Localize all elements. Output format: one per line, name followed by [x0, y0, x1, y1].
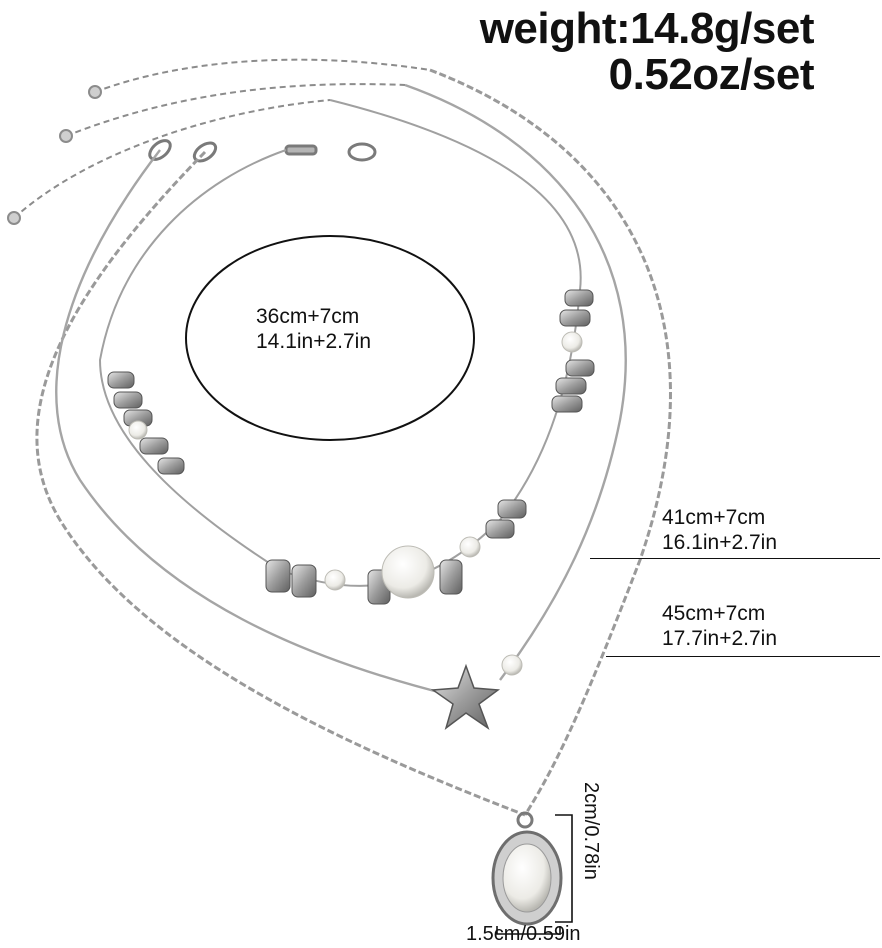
pendant-height: 2cm/0.78in — [580, 782, 602, 880]
short-necklace-length-in: 14.1in+2.7in — [256, 330, 372, 353]
weight-grams: weight:14.8g/set — [479, 4, 815, 53]
short-necklace-label-oval — [185, 235, 475, 441]
clasps — [148, 139, 377, 163]
starfish-charm — [430, 663, 501, 730]
pendant-dimension-brackets — [496, 814, 573, 935]
middle-necklace-leader-line — [590, 558, 880, 559]
pendant-width: 1.5cm/0.59in — [466, 923, 581, 945]
weight-ounces: 0.52oz/set — [608, 50, 815, 99]
middle-necklace-length-in: 16.1in+2.7in — [662, 531, 778, 554]
long-chain — [35, 68, 672, 817]
shell-pendant — [491, 811, 563, 926]
long-necklace-length-in: 17.7in+2.7in — [662, 627, 778, 650]
extension-chains — [7, 58, 431, 225]
middle-necklace-length-cm: 41cm+7cm — [662, 506, 766, 529]
middle-chain — [55, 83, 627, 697]
choker-beads — [107, 289, 595, 605]
choker-pearls — [128, 331, 583, 676]
long-necklace-leader-line — [606, 656, 880, 657]
long-necklace-length-cm: 45cm+7cm — [662, 602, 766, 625]
short-necklace-length-cm: 36cm+7cm — [256, 305, 360, 328]
